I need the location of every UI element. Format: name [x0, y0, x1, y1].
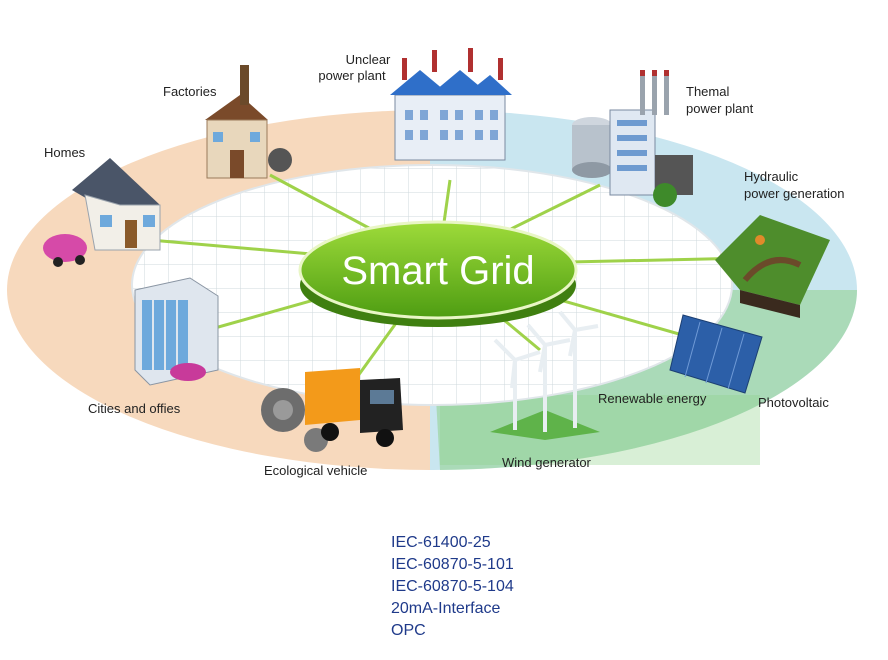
protocol-item: IEC-61400-25 — [391, 534, 491, 551]
label-homes: Homes — [44, 145, 86, 160]
photovoltaic-icon — [669, 314, 763, 394]
label-vehicle: Ecological vehicle — [264, 463, 367, 478]
center-node: Smart Grid — [298, 220, 578, 327]
label-nuclear-2: power plant — [318, 68, 386, 83]
label-hydraulic-1: Hydraulic — [744, 169, 799, 184]
label-renewable: Renewable energy — [598, 391, 707, 406]
label-thermal-2: power plant — [686, 101, 754, 116]
label-hydraulic-2: power generation — [744, 186, 844, 201]
label-cities: Cities and offies — [88, 401, 181, 416]
thermal-plant-icon — [572, 70, 693, 207]
protocol-list: IEC-61400-25 IEC-60870-5-101 IEC-60870-5… — [391, 532, 514, 642]
label-factories: Factories — [163, 84, 217, 99]
ecological-vehicle-icon — [261, 368, 403, 452]
label-thermal-1: Themal — [686, 84, 729, 99]
protocol-item: 20mA-Interface — [391, 600, 501, 617]
homes-icon — [43, 158, 161, 267]
label-nuclear-1: Unclear — [346, 52, 391, 67]
factories-icon — [205, 65, 292, 179]
nuclear-plant-icon — [390, 48, 512, 161]
wind-generator-icon — [490, 310, 600, 440]
hydraulic-icon — [715, 215, 830, 318]
cities-offices-icon — [134, 277, 219, 386]
label-photovoltaic: Photovoltaic — [758, 395, 829, 410]
center-title: Smart Grid — [341, 249, 534, 293]
label-wind: Wind generator — [502, 455, 592, 470]
protocol-item: OPC — [391, 622, 426, 639]
protocol-item: IEC-60870-5-101 — [391, 556, 514, 573]
protocol-item: IEC-60870-5-104 — [391, 578, 514, 595]
